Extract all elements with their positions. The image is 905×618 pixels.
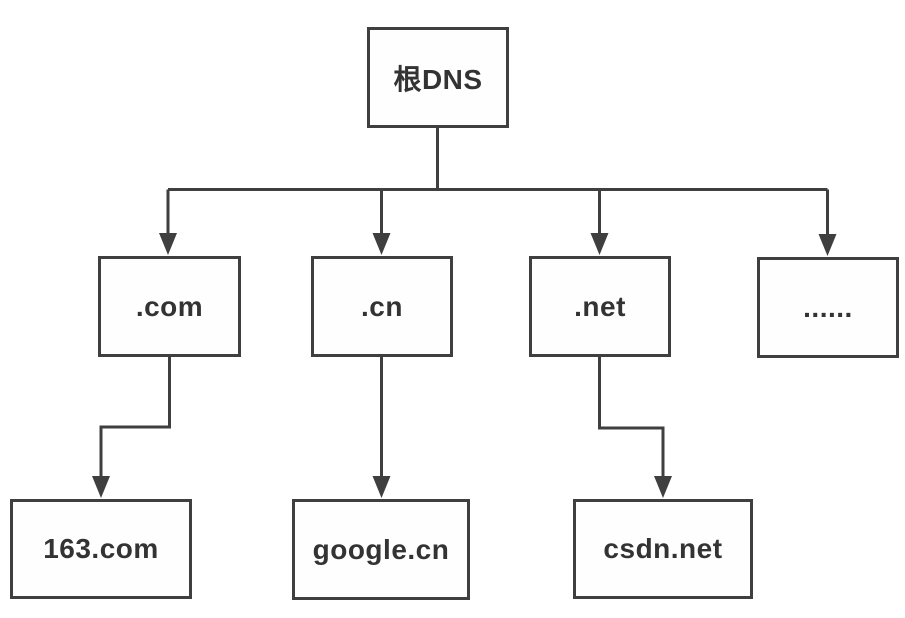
arrowhead-csdn	[654, 476, 672, 498]
node-site-csdnnet-label: csdn.net	[603, 533, 723, 564]
edge-net-csdn	[598, 356, 665, 479]
node-tld-com: .com	[98, 256, 241, 357]
node-tld-com-label: .com	[135, 290, 204, 322]
node-site-163com: 163.com	[10, 499, 192, 599]
arrowhead-google	[372, 476, 391, 498]
node-tld-cn: .cn	[311, 256, 453, 357]
arrowhead-163	[92, 476, 110, 498]
node-site-csdnnet: csdn.net	[573, 499, 753, 599]
node-root-dns-label: 根DNS	[393, 63, 483, 95]
node-site-googlecn-label: google.cn	[312, 533, 450, 565]
node-tld-cn-label: .cn	[361, 290, 403, 322]
node-tld-others: ......	[757, 257, 899, 358]
edge-com-163	[99, 356, 171, 479]
node-tld-others-label: ......	[803, 291, 853, 323]
node-site-googlecn: google.cn	[292, 499, 470, 600]
arrowhead-com	[159, 233, 177, 255]
node-tld-net: .net	[529, 256, 671, 357]
arrowhead-net	[590, 233, 609, 255]
node-tld-net-label: .net	[574, 290, 626, 322]
node-site-163com-label: 163.com	[43, 533, 159, 564]
arrowhead-cn	[372, 233, 391, 255]
arrowhead-others	[818, 234, 837, 256]
node-root-dns: 根DNS	[367, 27, 509, 128]
